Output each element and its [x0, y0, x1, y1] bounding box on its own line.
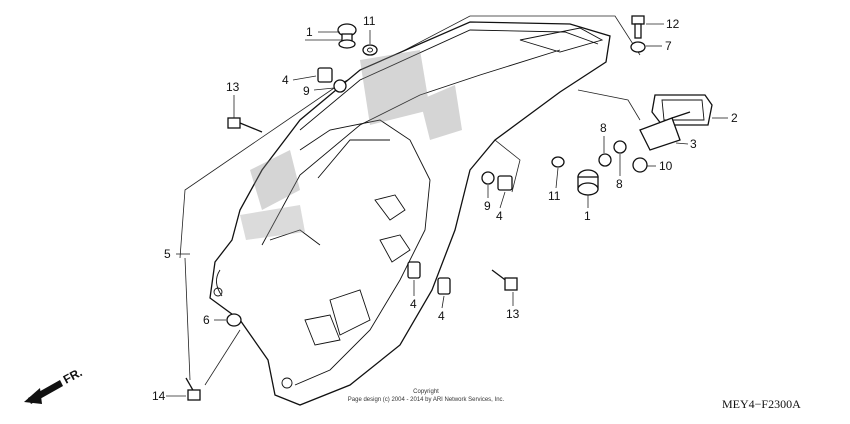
front-direction-label: FR. — [61, 365, 85, 386]
callout-4-right: 4 — [496, 209, 503, 223]
callout-7: 7 — [665, 39, 672, 53]
callout-4-top: 4 — [282, 73, 289, 87]
washer-11-right — [551, 156, 565, 168]
diagram-reference-code: MEY4−F2300A — [722, 397, 801, 411]
callout-14: 14 — [152, 389, 166, 403]
bolt-13-lower — [491, 269, 518, 291]
washer-7 — [630, 41, 646, 53]
clip-nut-4-lower-a — [407, 261, 421, 279]
callout-6: 6 — [203, 313, 210, 327]
clip-nut-4-lower-b — [437, 277, 451, 295]
collar-6 — [226, 313, 242, 327]
nut-9-top — [333, 79, 347, 93]
callout-leaders — [166, 23, 728, 397]
callout-9-top: 9 — [303, 84, 310, 98]
grommet-1-top — [337, 23, 357, 49]
callout-1-top: 1 — [306, 25, 313, 39]
callout-4-lower-b: 4 — [438, 309, 445, 323]
washer-11-top — [362, 44, 378, 56]
grommet-1-right — [577, 169, 599, 196]
callout-3: 3 — [690, 137, 697, 151]
clip-nut-4-right — [497, 175, 513, 191]
bracket-3 — [639, 111, 691, 151]
callout-13-top: 13 — [226, 80, 240, 94]
bolt-14 — [185, 377, 201, 401]
callout-labels: 1 11 12 7 4 9 13 2 8 3 8 10 11 1 9 4 5 4… — [152, 14, 738, 403]
reflector-2 — [651, 94, 713, 126]
copyright-line: Page design (c) 2004 - 2014 by ARI Netwo… — [348, 397, 505, 403]
bolt-13-top — [227, 117, 263, 133]
front-direction-arrow: FR. — [24, 365, 84, 404]
callout-1-right: 1 — [584, 209, 591, 223]
callout-8-lower: 8 — [616, 177, 623, 191]
callout-8-upper: 8 — [600, 121, 607, 135]
callout-4-lower-a: 4 — [410, 297, 417, 311]
callout-11-top: 11 — [363, 14, 376, 28]
callout-11-right: 11 — [548, 189, 561, 203]
nut-9-right — [481, 171, 495, 185]
nut-8-lower — [613, 140, 627, 154]
nut-10 — [632, 157, 648, 173]
copyright-title: Copyright — [413, 389, 439, 395]
bolt-12 — [631, 15, 645, 39]
nut-8-upper — [598, 153, 612, 167]
clip-nut-4-top — [317, 67, 333, 83]
callout-12: 12 — [666, 17, 680, 31]
callout-10: 10 — [659, 159, 673, 173]
callout-13-lower: 13 — [506, 307, 520, 321]
callout-5: 5 — [164, 247, 171, 261]
callout-2: 2 — [731, 111, 738, 125]
callout-9-right: 9 — [484, 199, 491, 213]
rear-fender — [209, 21, 611, 406]
fender-decal — [240, 50, 462, 240]
